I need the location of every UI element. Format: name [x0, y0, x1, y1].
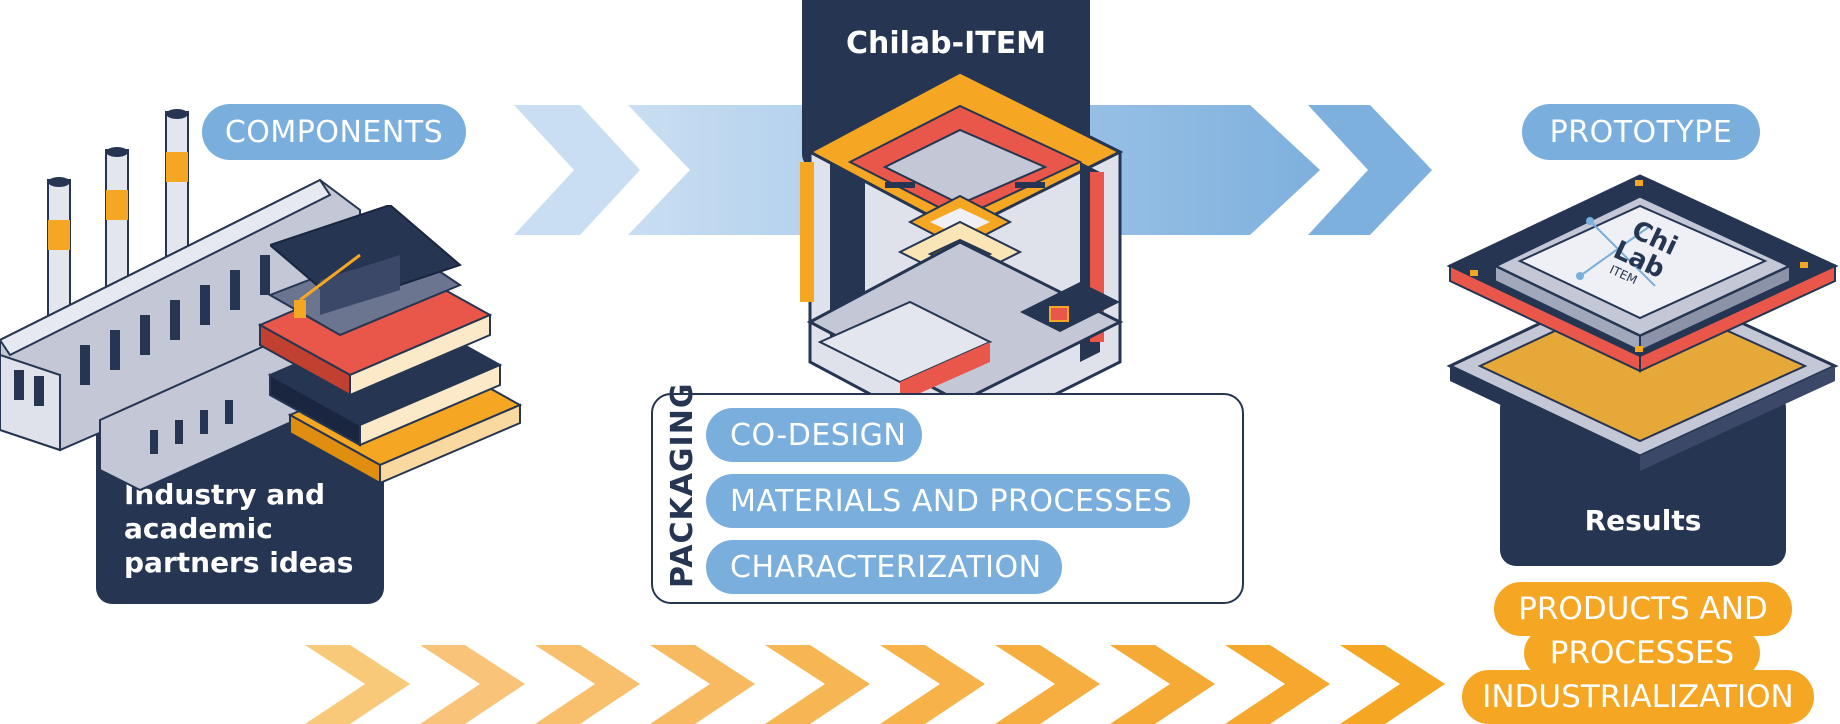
- blue-chevron-3: [1308, 105, 1432, 235]
- blue-chevron-1: [514, 105, 640, 235]
- machine-icon: [800, 70, 1124, 422]
- partners-text: Industry and academic partners ideas: [124, 478, 354, 579]
- components-label: COMPONENTS: [202, 104, 466, 160]
- orange-chevrons: [305, 645, 1445, 724]
- products-line2: PROCESSES: [1524, 628, 1760, 678]
- co-design-label: CO-DESIGN: [706, 408, 922, 462]
- characterization-label: CHARACTERIZATION: [706, 540, 1062, 594]
- prototype-label: PROTOTYPE: [1522, 104, 1760, 160]
- products-line1: PRODUCTS AND: [1494, 582, 1792, 636]
- chip-icon: Chi Lab ITEM: [1446, 174, 1839, 471]
- materials-label: MATERIALS AND PROCESSES: [706, 474, 1190, 528]
- packaging-label: PACKAGING: [665, 382, 700, 588]
- chilab-title: Chilab-ITEM: [845, 26, 1047, 61]
- results-text: Results: [1584, 504, 1702, 537]
- products-line3: INDUSTRIALIZATION: [1462, 670, 1814, 724]
- graduation-cap-icon: [270, 205, 462, 318]
